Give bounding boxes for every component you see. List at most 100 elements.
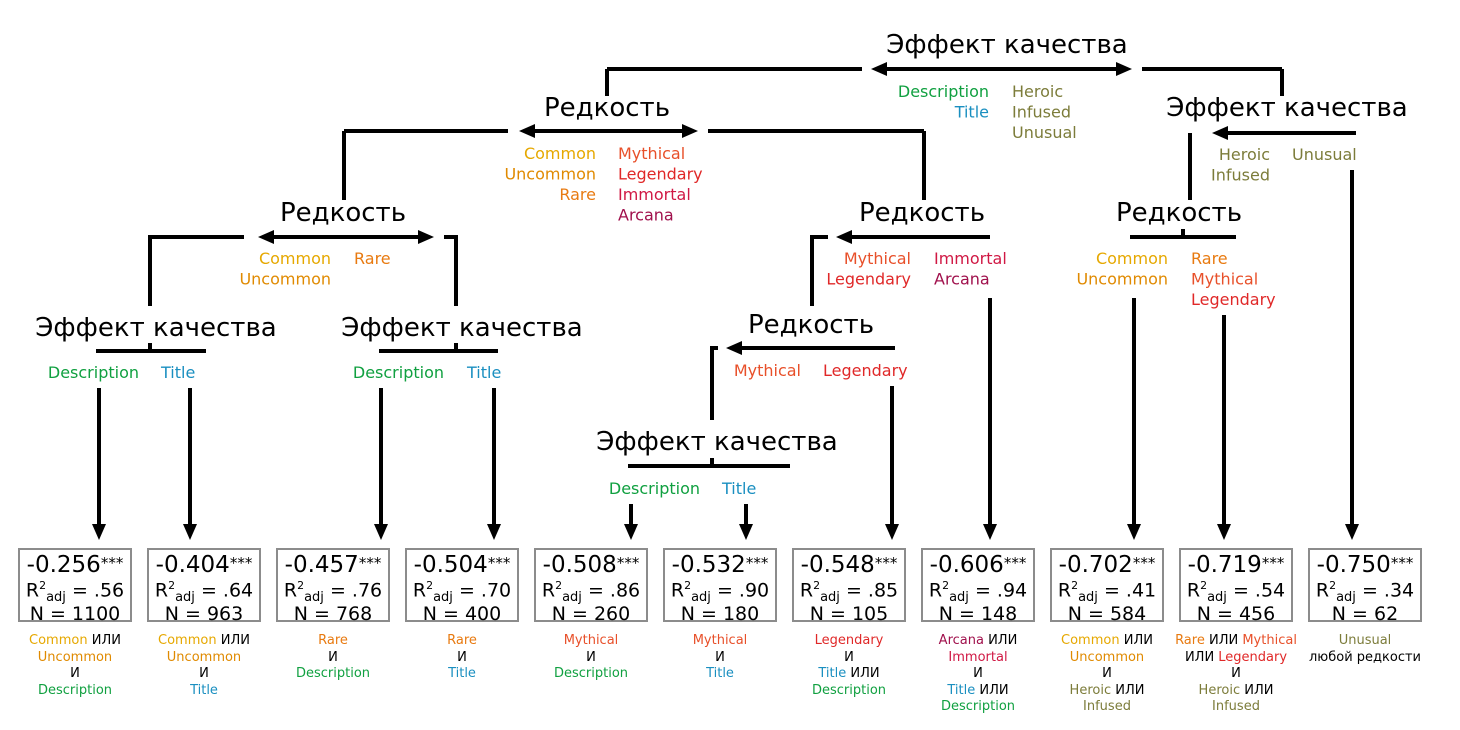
leaf-r2-sup: 2	[813, 579, 821, 592]
leaf-r2-symbol: R	[1057, 579, 1072, 602]
branch-label-root_right-1: Infused	[1012, 103, 1071, 122]
leaf-condition-term: ИЛИ	[983, 633, 1018, 648]
leaf-r2-symbol: R	[799, 579, 814, 602]
branch-label-r4_left-0: Mythical	[734, 361, 801, 380]
leaf-sample-size: N = 1100	[29, 603, 121, 626]
leaf-condition-line: Title	[134, 683, 274, 700]
leaf-condition-line: Title ИЛИ	[779, 666, 919, 683]
branch-label-r2a_left-1: Uncommon	[239, 270, 331, 289]
arrowhead-arcana	[983, 524, 997, 540]
leaf-condition-line: Rare	[392, 633, 532, 650]
leaf-coefficient: -0.750***	[1310, 554, 1420, 577]
leaf-r2adj: R2adj = .64	[149, 580, 259, 604]
leaf-beta-value: -0.404	[155, 552, 230, 578]
leaf-condition-line: И	[779, 650, 919, 667]
leaf-condition-term: ИЛИ	[975, 682, 1009, 698]
arrowhead-legendary	[885, 524, 899, 540]
arrowhead-unusual	[1345, 524, 1359, 540]
leaf-condition-line: Common ИЛИ	[134, 633, 274, 650]
branch-label-r3_left-0: Common	[1096, 249, 1168, 268]
branch-label-r3_right-0: Rare	[1191, 249, 1228, 268]
leaf-condition-term: Legendary	[814, 633, 884, 648]
leaf-condition-term: Description	[37, 682, 113, 698]
leaf-sample-size: N = 62	[1331, 603, 1399, 626]
leaf-condition-line: Description	[263, 666, 403, 683]
branch-label-q1_left-0: Heroic	[1219, 145, 1270, 164]
leaf-r2-symbol: R	[412, 579, 427, 602]
leaf-condition-term: Arcana	[938, 633, 984, 648]
branch-label-r2a_right-0: Rare	[354, 249, 391, 268]
leaf-condition-term: Mythical	[692, 633, 748, 648]
leaf-condition-line: любой редкости	[1295, 650, 1435, 667]
leaf-r2-symbol: R	[670, 579, 685, 602]
leaf-condition-line: Immortal	[908, 650, 1048, 667]
leaf-r2-symbol: R	[1315, 579, 1330, 602]
leaf-condition-term: ИЛИ	[846, 666, 880, 681]
leaf-condition-term: Legendary	[1218, 649, 1288, 665]
leaf-significance: ***	[487, 554, 511, 572]
leaf-condition-line: Heroic ИЛИ	[1166, 683, 1306, 700]
node-title-r3: Редкость	[1116, 198, 1242, 228]
leaf-condition-term: любой редкости	[1308, 649, 1422, 665]
leaf-beta-value: -0.508	[542, 552, 617, 578]
leaf-r2-sub: adj	[949, 590, 969, 606]
leaf-condition-line: И	[1166, 666, 1306, 683]
leaf-r2-sub: adj	[433, 590, 453, 606]
leaf-condition-term: Immortal	[948, 649, 1008, 665]
leaf-condition-term: И	[1102, 666, 1112, 681]
arrowhead-common-heroic	[1127, 524, 1141, 540]
leaf-significance: ***	[616, 554, 640, 572]
leaf-r2-sub: adj	[304, 590, 324, 606]
leaf-significance: ***	[358, 554, 382, 572]
leaf-condition-line: Rare ИЛИ Mythical	[1166, 633, 1306, 650]
arrowhead-r2a-left	[258, 230, 274, 244]
leaf-sample-size: N = 963	[164, 603, 244, 626]
branch-label-r3_left-1: Uncommon	[1076, 270, 1168, 289]
arrowhead-root-right	[1116, 62, 1132, 76]
leaf-condition-term: Mythical	[1242, 633, 1297, 648]
leaf-condition-line: Mythical	[650, 633, 790, 650]
leaf-condition-term: И	[1231, 666, 1241, 681]
leaf-condition-term: ИЛИ	[1204, 633, 1243, 648]
branch-label-q1_right-0: Unusual	[1292, 145, 1357, 164]
arrowhead-rare-desc	[374, 524, 388, 540]
leaf-r2-value: = .94	[968, 579, 1028, 602]
branch-label-q3b_right-0: Title	[466, 363, 501, 382]
leaf-condition-term: И	[199, 666, 209, 681]
leaf-r2-sup: 2	[1329, 579, 1337, 592]
leaf-condition-line: И	[134, 666, 274, 683]
leaf-condition-term: ИЛИ	[216, 633, 250, 648]
leaf-beta-value: -0.702	[1058, 552, 1133, 578]
leaf-beta-value: -0.256	[26, 552, 101, 578]
node-title-q1: Эффект качества	[1166, 93, 1407, 123]
leaf-condition-line: Common ИЛИ	[1037, 633, 1177, 650]
leaf-r2-sup: 2	[1200, 579, 1208, 592]
leaf-condition-line: Unusual	[1295, 633, 1435, 650]
leaf-r2-symbol: R	[1186, 579, 1201, 602]
leaf-r2-sup: 2	[1071, 579, 1079, 592]
leaf-beta-value: -0.532	[671, 552, 746, 578]
leaf-condition-term: Description	[940, 699, 1016, 714]
leaf-condition-line: Rare	[263, 633, 403, 650]
branch-label-r1_left-2: Rare	[559, 185, 596, 204]
leaf-r2-value: = .85	[839, 579, 899, 602]
arrowhead-r2a-right	[418, 230, 434, 244]
leaf-r2adj: R2adj = .85	[794, 580, 904, 604]
leaf-condition-term: Rare	[447, 633, 477, 648]
